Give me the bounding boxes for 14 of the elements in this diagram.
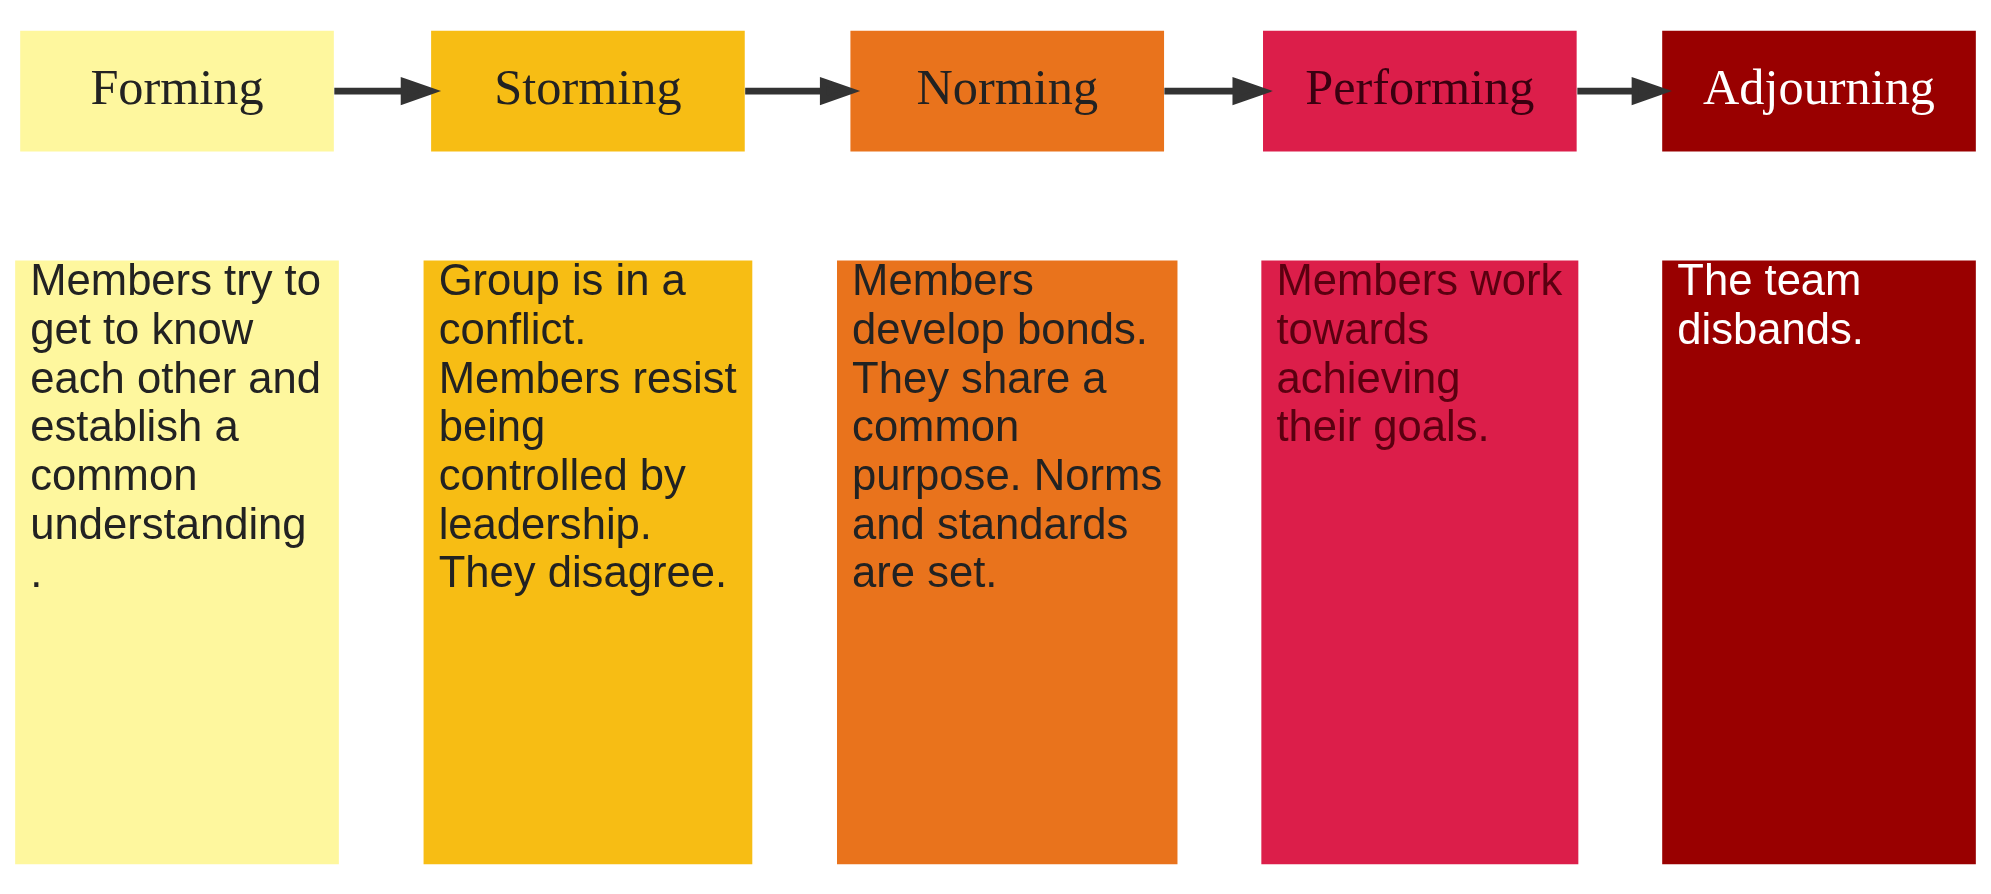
arrow — [334, 76, 442, 105]
node-box: Storming — [431, 30, 745, 151]
node-box: Group is in a conflict. Members resist being controlled by leadership. They disagree. — [423, 260, 753, 864]
arrow — [745, 76, 861, 105]
node-box: Norming — [850, 30, 1165, 151]
arrow — [1577, 76, 1672, 105]
node-box: Members develop bonds. They share a common purpose. Norms and standards are set. — [837, 260, 1178, 864]
node-box: Performing — [1263, 30, 1577, 151]
node-box: Members try to get to know each other and establish a common understanding . — [15, 260, 339, 864]
node-box: Forming — [20, 30, 334, 151]
node-box: Adjourning — [1662, 30, 1976, 151]
arrow — [1164, 76, 1273, 105]
node-box: Members work towards achieving their goals. — [1261, 260, 1579, 864]
node-box: The team disbands. — [1662, 260, 1976, 864]
